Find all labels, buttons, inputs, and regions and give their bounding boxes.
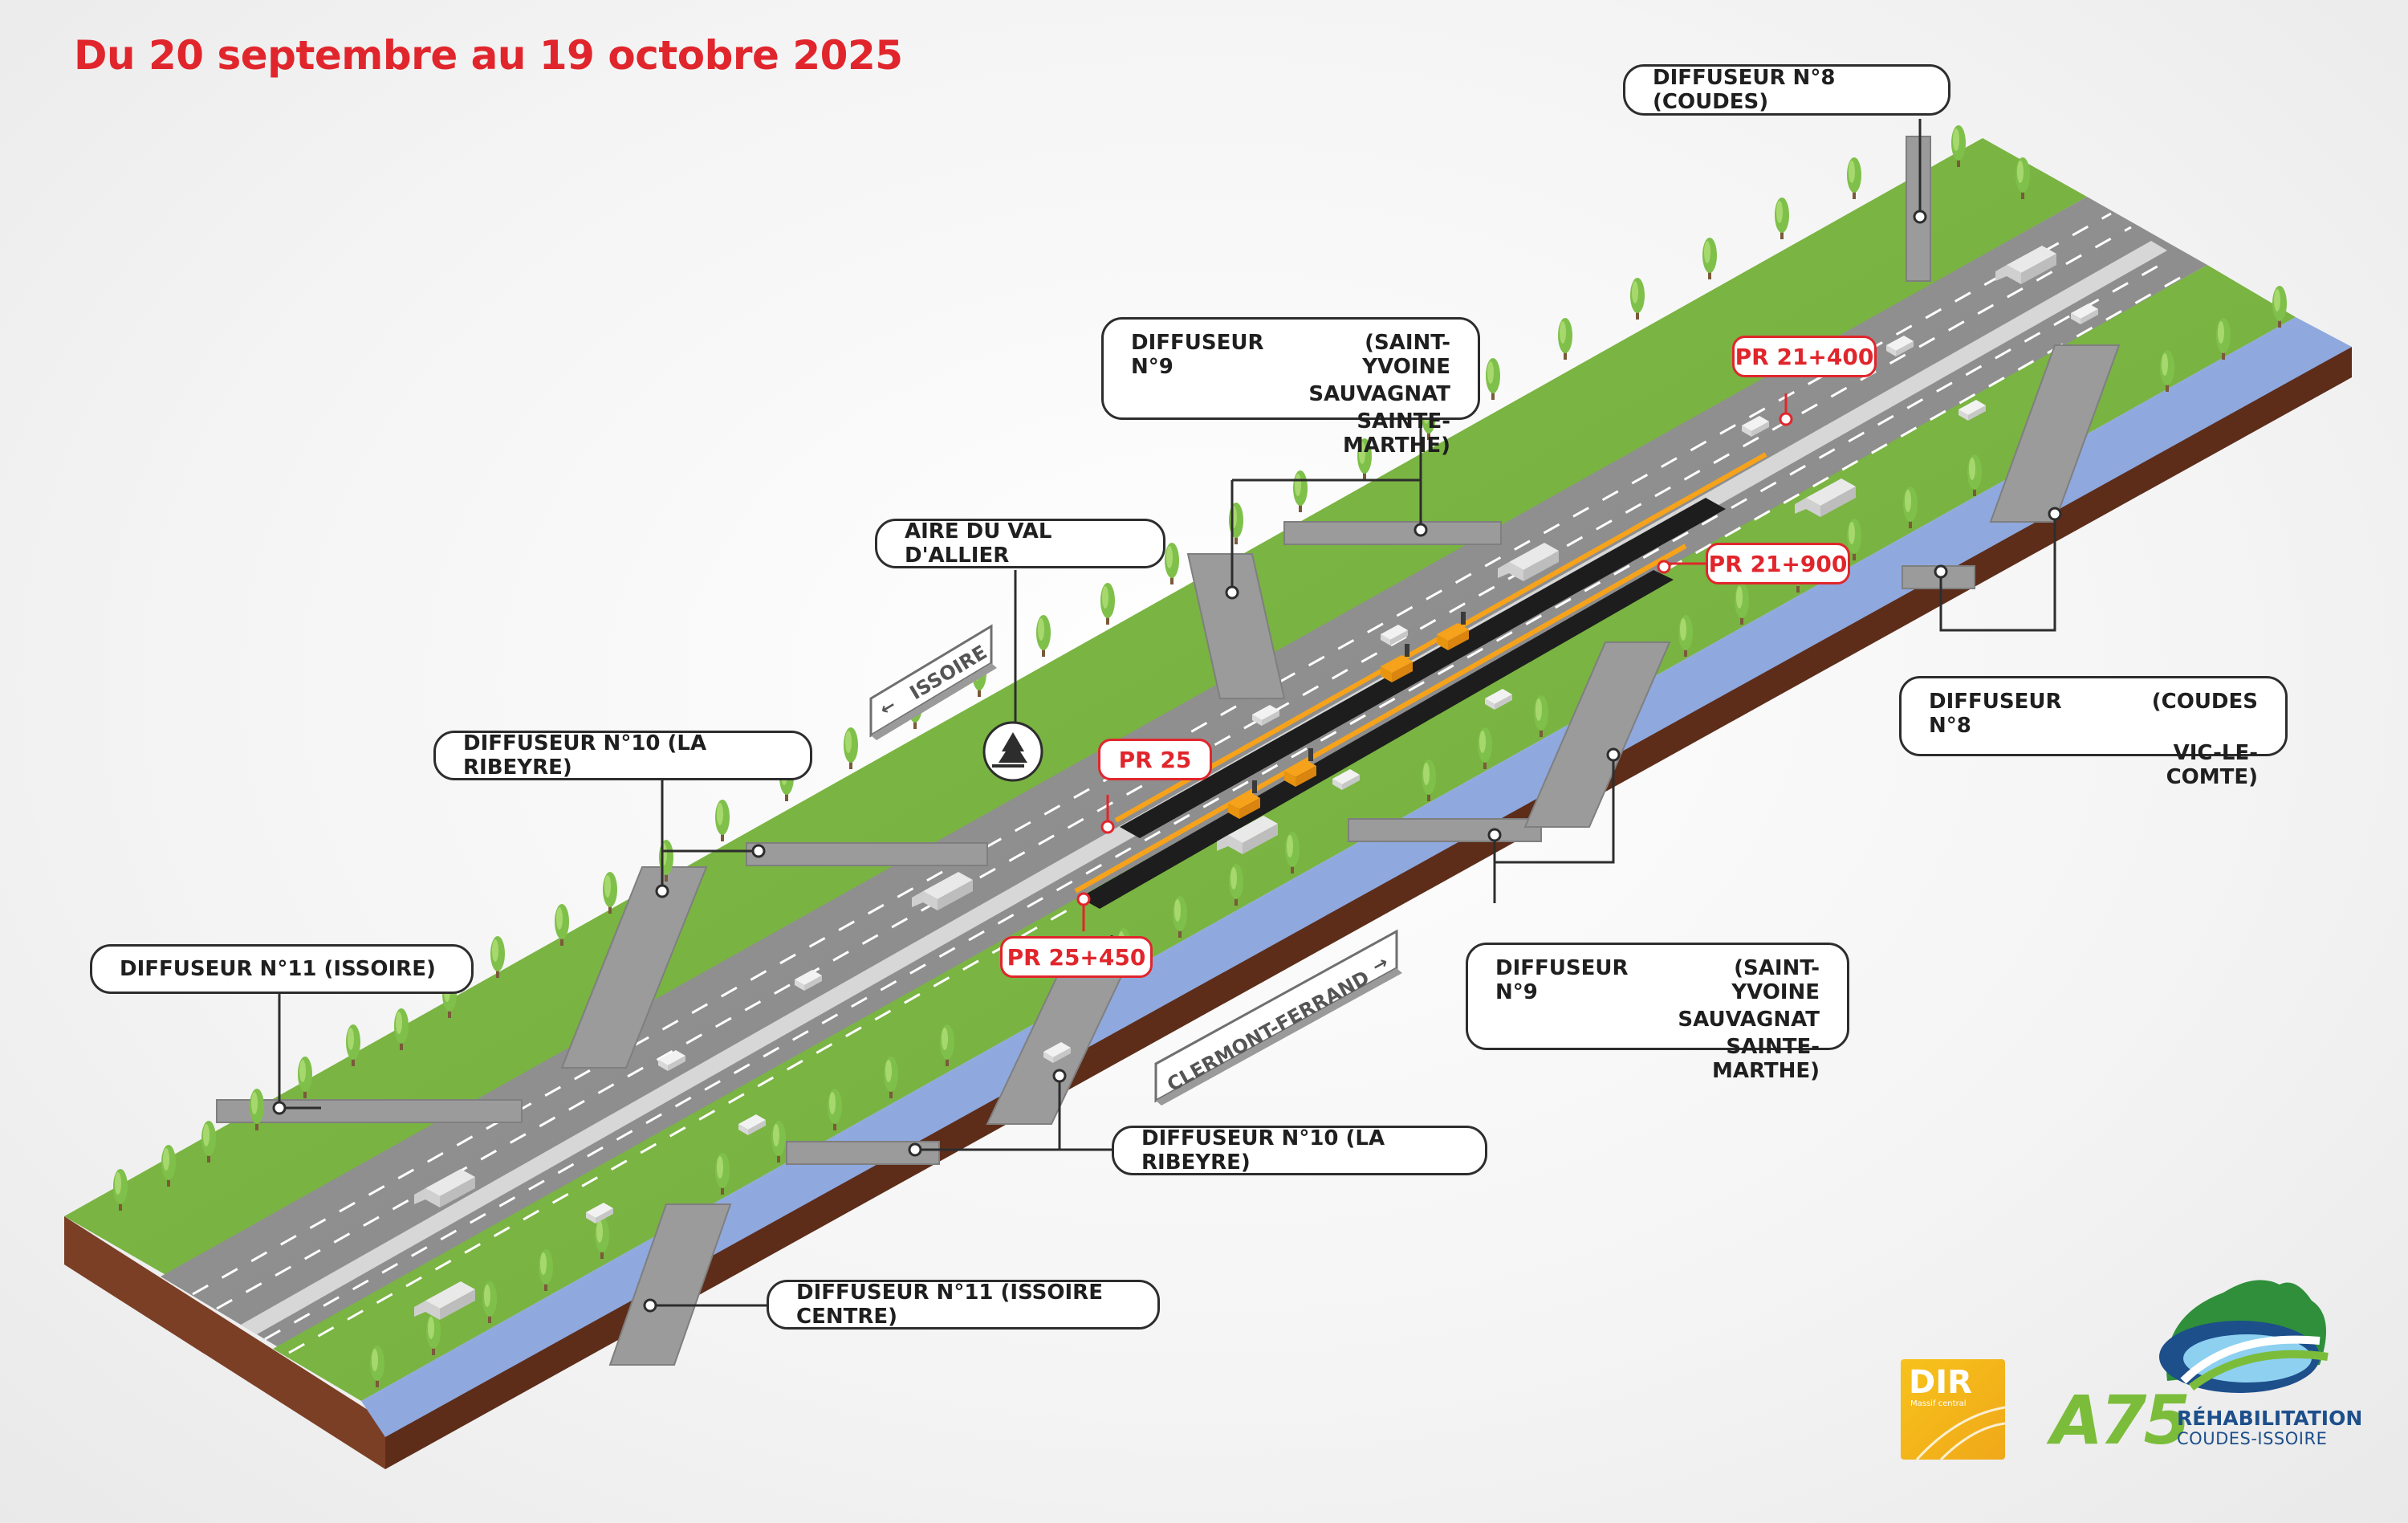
d9b-b: (SAINT-YVOINE <box>1731 956 1820 1004</box>
aire-tree-icon <box>982 721 1043 782</box>
callout-diffuseur-8-top: DIFFUSEUR N°8 (COUDES) <box>1623 64 1950 116</box>
d9b-c: SAUVAGNAT <box>1678 1008 1820 1032</box>
d9t-c: SAUVAGNAT <box>1308 382 1450 406</box>
d8r-c: VIC-LE-COMTE) <box>2166 741 2258 789</box>
a75-logo-line2: COUDES-ISSOIRE <box>2177 1429 2328 1448</box>
pr-pins <box>1076 393 1793 931</box>
d8r-b: (COUDES <box>2151 690 2258 714</box>
callout-aire-val-allier: AIRE DU VAL D'ALLIER <box>875 519 1165 568</box>
dir-logo-text: DIR <box>1909 1364 1972 1401</box>
callout-diffuseur-8-top-label: DIFFUSEUR N°8 (COUDES) <box>1653 66 1836 114</box>
terrain-edge <box>64 1216 385 1469</box>
d9t-d: SAINTE-MARTHE) <box>1343 409 1450 458</box>
callout-diffuseur-11-bottom-label: DIFFUSEUR N°11 (ISSOIRE CENTRE) <box>796 1281 1103 1329</box>
a75-logo-graphic <box>2159 1280 2329 1393</box>
a75-logo-line1: RÉHABILITATION <box>2177 1407 2363 1430</box>
page-title: Du 20 septembre au 19 octobre 2025 <box>74 32 903 79</box>
d8r-a: DIFFUSEUR N°8 <box>1929 690 2062 738</box>
callout-diffuseur-11-top-label: DIFFUSEUR N°11 (ISSOIRE) <box>120 957 436 981</box>
marker-pr-21-400-label: PR 21+400 <box>1735 343 1874 370</box>
works-zone-left <box>1120 498 1726 838</box>
works-zone-right <box>1080 570 1674 909</box>
grass-left <box>64 138 2087 1277</box>
sign-issoire: ← ISSOIRE <box>869 624 997 740</box>
d9b-a: DIFFUSEUR N°9 <box>1495 956 1629 1004</box>
callout-diffuseur-11-bottom: DIFFUSEUR N°11 (ISSOIRE CENTRE) <box>767 1280 1160 1330</box>
callout-aire-label: AIRE DU VAL D'ALLIER <box>905 519 1052 568</box>
interchange-ramps <box>216 136 2121 1366</box>
marker-pr-25-label: PR 25 <box>1118 746 1192 773</box>
marker-pr-25: PR 25 <box>1098 739 1212 780</box>
terrain-front <box>385 347 2352 1469</box>
dir-logo-sub: Massif central <box>1910 1399 1967 1408</box>
callout-diffuseur-10-bottom-label: DIFFUSEUR N°10 (LA RIBEYRE) <box>1141 1126 1385 1175</box>
marker-pr-21-900-label: PR 21+900 <box>1708 550 1848 577</box>
d9t-a: DIFFUSEUR N°9 <box>1131 331 1264 379</box>
callout-diffuseur-10-top-label: DIFFUSEUR N°10 (LA RIBEYRE) <box>463 731 707 780</box>
leader-dots <box>272 210 2062 1313</box>
callout-diffuseur-10-bottom: DIFFUSEUR N°10 (LA RIBEYRE) <box>1112 1126 1487 1175</box>
callout-diffuseur-9-bottom: DIFFUSEUR N°9 (SAINT-YVOINE SAUVAGNAT SA… <box>1466 943 1849 1083</box>
d9b-d: SAINTE-MARTHE) <box>1712 1035 1820 1083</box>
a75-logo-text: A75 <box>2051 1381 2190 1460</box>
callout-diffuseur-8-right: DIFFUSEUR N°8 (COUDES VIC-LE-COMTE) <box>1899 676 2288 789</box>
marker-pr-25-450-label: PR 25+450 <box>1007 943 1146 971</box>
dir-logo: DIR Massif central <box>1901 1359 2005 1460</box>
d9t-b: (SAINT-YVOINE <box>1362 331 1450 379</box>
marker-pr-25-450: PR 25+450 <box>1000 936 1153 978</box>
callout-diffuseur-9-top: DIFFUSEUR N°9 (SAINT-YVOINE SAUVAGNAT SA… <box>1101 317 1480 458</box>
marker-pr-21-900: PR 21+900 <box>1706 543 1850 584</box>
marker-pr-21-400: PR 21+400 <box>1732 336 1877 377</box>
callout-diffuseur-11-top: DIFFUSEUR N°11 (ISSOIRE) <box>90 944 474 994</box>
callout-diffuseur-10-top: DIFFUSEUR N°10 (LA RIBEYRE) <box>433 731 812 780</box>
